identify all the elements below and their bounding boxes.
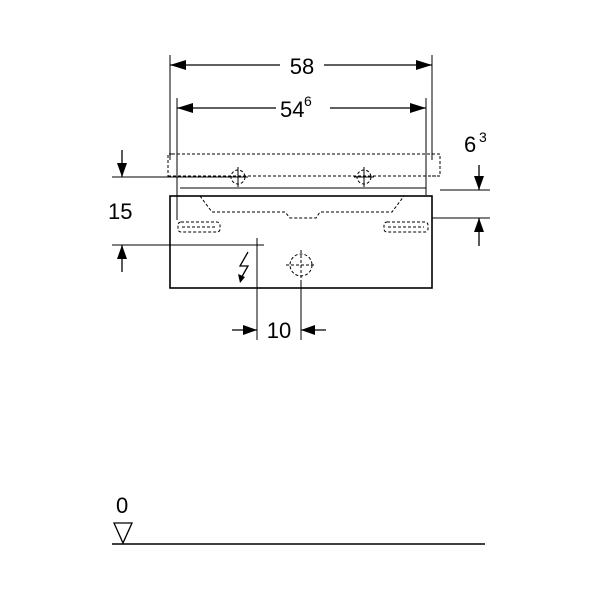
floor-level: 0 [112,493,485,545]
floor-level-label: 0 [116,493,128,518]
rail-left [177,221,221,233]
mounting-hole-left [228,167,248,187]
dimension-top-offset: 6 3 [432,129,490,246]
dimension-drain-offset: 10 [232,252,326,343]
cabinet-body [169,195,433,289]
dimension-label-6-sup: 3 [479,129,487,145]
dimension-inner-width: 54 6 [176,93,427,220]
dimension-label-54: 54 [280,97,304,122]
basin-dashed-outline [167,153,441,219]
dimension-label-54-sup: 6 [304,93,312,109]
drain-connection [286,250,316,280]
dimension-label-15: 15 [108,199,132,224]
dimension-height: 15 [108,150,250,272]
dimension-overall-width: 58 [169,52,433,160]
mounting-hole-right [354,167,374,187]
electrical-connection [238,238,264,283]
rail-right [383,221,429,233]
dimension-label-58: 58 [290,54,314,79]
dimension-label-6: 6 [464,132,476,157]
dimension-label-10: 10 [267,318,291,343]
